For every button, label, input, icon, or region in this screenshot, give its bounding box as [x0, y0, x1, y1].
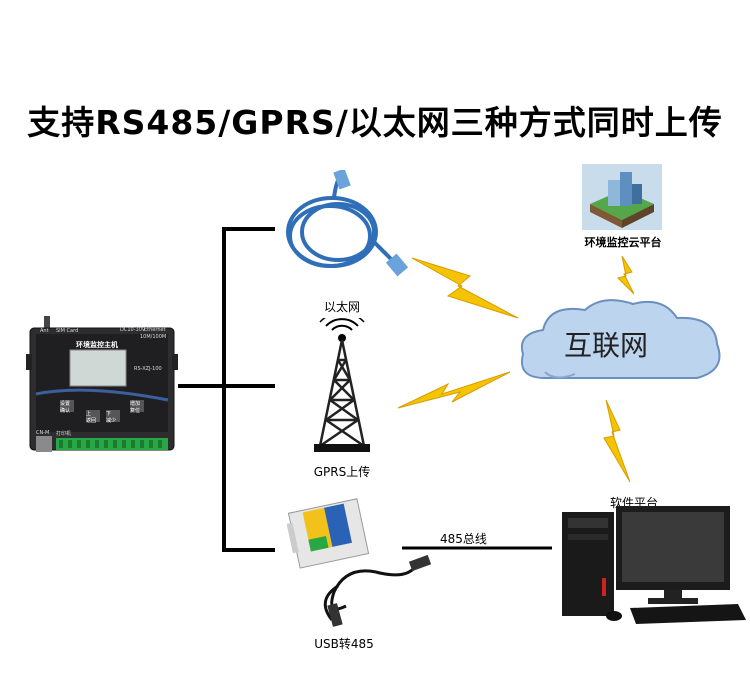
- cloud-platform-label: 环境监控云平台: [584, 236, 662, 249]
- device-key-1: 设置: [60, 401, 71, 407]
- ethernet-cable-icon: [286, 170, 409, 277]
- device-key-7: 增加: [130, 401, 141, 407]
- lightning-icon: [617, 255, 635, 295]
- device-cnm-label: CN-M: [36, 430, 50, 436]
- usb485-label: USB转485: [314, 637, 374, 651]
- gprs-tower-icon: [314, 318, 370, 452]
- device-model: RS-XZJ-100: [134, 366, 162, 372]
- internet-cloud-icon: [521, 299, 721, 379]
- lightning-icon: [603, 399, 631, 483]
- cloud-platform-icon: [582, 164, 662, 230]
- device-key-3: 上: [86, 411, 92, 417]
- usb485-converter-icon: [286, 498, 432, 627]
- device-power-label: DC10-30V: [120, 327, 146, 333]
- monitoring-host-device: Ant SIM Card DC10-30V Ethernet 10M/100M …: [26, 314, 178, 462]
- device-graphic: [26, 316, 178, 452]
- device-printer-label: 打印机: [56, 431, 72, 437]
- computer-icon: [562, 506, 746, 624]
- diagram-title: 支持RS485/GPRS/以太网三种方式同时上传: [27, 103, 723, 142]
- ethernet-label: 以太网: [323, 300, 360, 314]
- device-key-6: 减少: [106, 418, 117, 424]
- device-title: 环境监控主机: [76, 341, 118, 349]
- device-sim-label: SIM Card: [56, 328, 79, 334]
- device-ant-label: Ant: [40, 328, 49, 334]
- device-ethernet-label: Ethernet: [144, 327, 166, 333]
- gprs-label: GPRS上传: [313, 465, 371, 479]
- lightning-icon: [397, 371, 511, 409]
- device-speed-label: 10M/100M: [140, 334, 167, 340]
- internet-label: 互联网: [564, 329, 649, 362]
- device-key-8: 复位: [130, 408, 141, 414]
- device-key-4: 返回: [86, 418, 97, 424]
- lightning-icon: [411, 257, 519, 319]
- rs485-bus-label: 485总线: [440, 532, 487, 546]
- device-key-2: 确认: [60, 408, 71, 414]
- device-key-5: 下: [106, 411, 112, 417]
